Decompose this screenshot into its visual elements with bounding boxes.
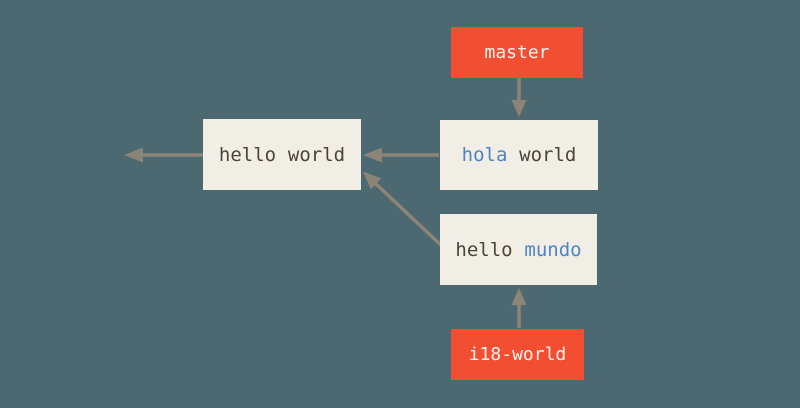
branch-label-text: i18-world [468, 344, 567, 365]
parent-arrow-hola-to-hello-icon [363, 147, 439, 163]
commit-text-word: hello [455, 238, 513, 261]
commit-text-word: hello [218, 143, 277, 166]
parent-arrow-mundo-to-hello-icon [363, 171, 445, 249]
commit-text-word-highlighted: mundo [524, 238, 582, 261]
commit-text-word: world [287, 143, 346, 166]
branch-label-master: master [451, 27, 583, 78]
pointer-arrow-i18-to-mundo-icon [511, 288, 527, 328]
commit-hola-world: hola world [440, 120, 598, 190]
branch-label-text: master [484, 42, 550, 63]
commit-text-word: world [519, 144, 577, 166]
branch-label-i18-world: i18-world [451, 329, 584, 380]
commit-text-word-highlighted: hola [461, 144, 508, 166]
commit-hello-world: hello world [203, 119, 361, 190]
history-arrow-icon [124, 147, 204, 163]
pointer-arrow-master-to-hola-icon [511, 78, 527, 117]
commit-hello-mundo: hello mundo [440, 214, 597, 285]
